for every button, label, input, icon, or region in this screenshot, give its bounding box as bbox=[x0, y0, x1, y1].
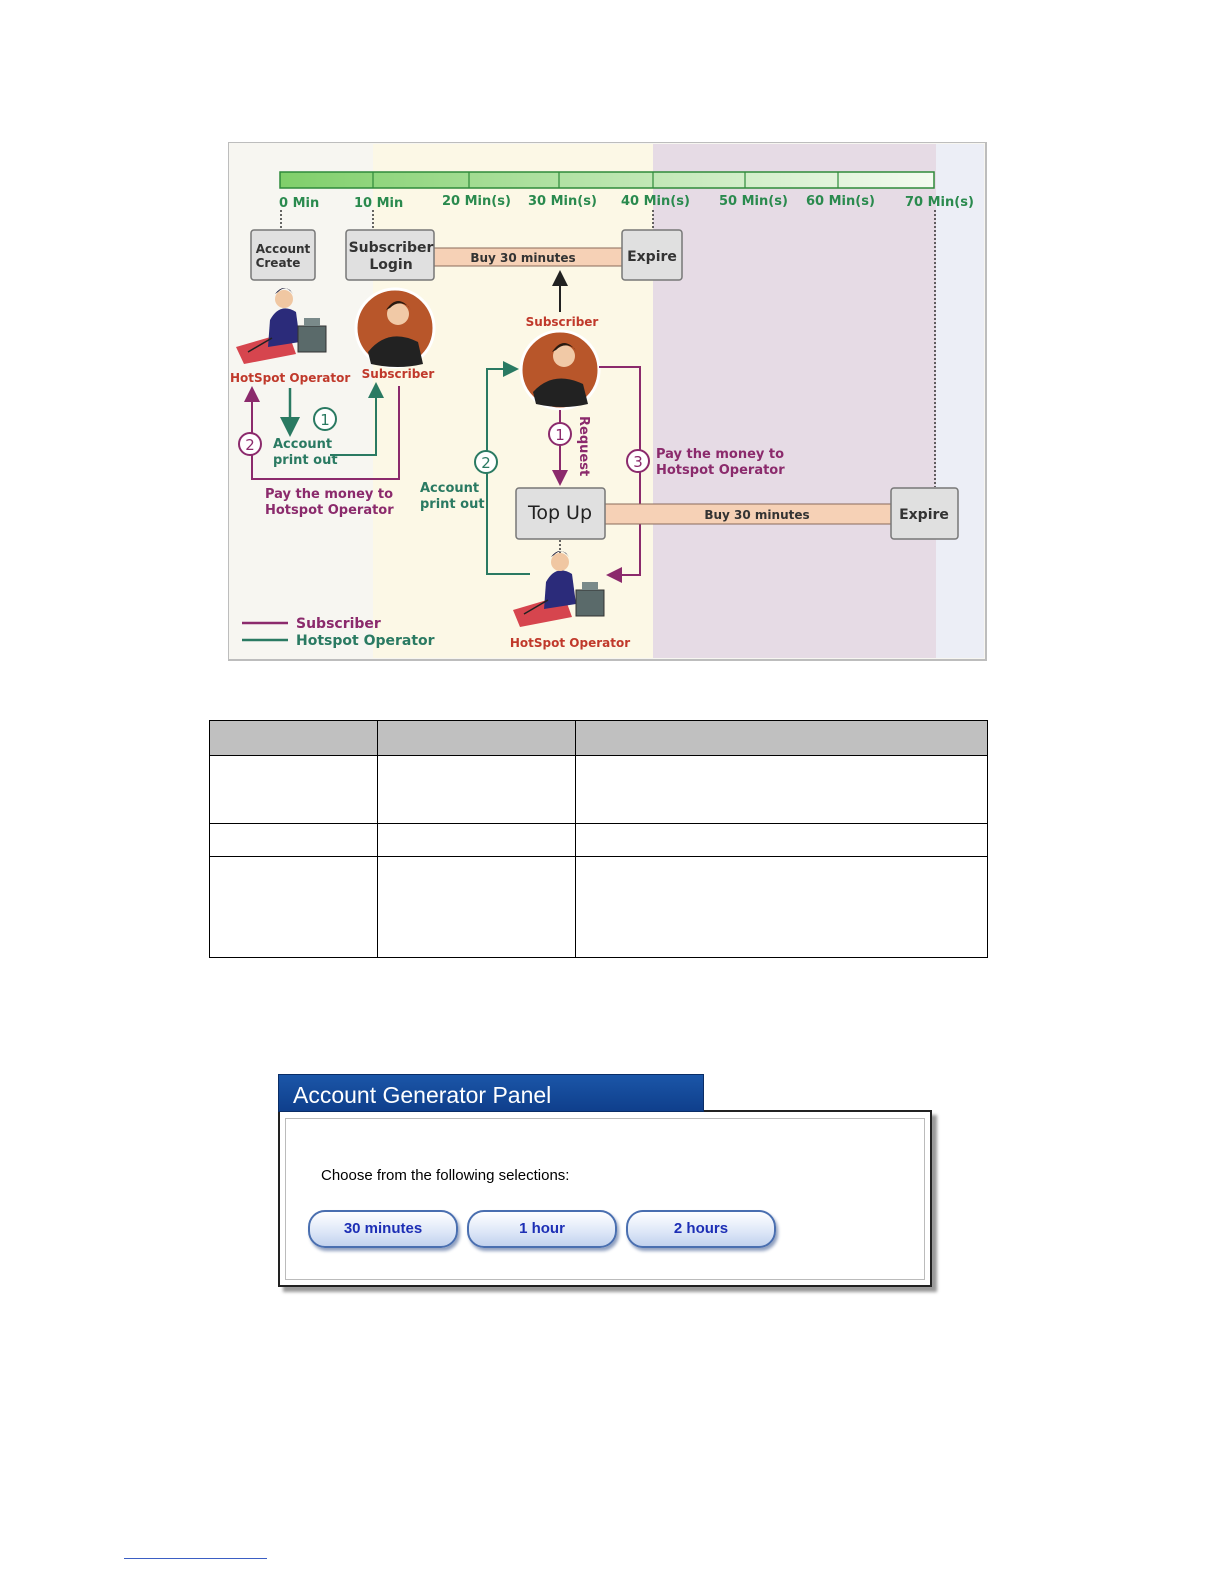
expire-bottom-box bbox=[890, 487, 959, 540]
table-cell bbox=[575, 856, 988, 958]
table-row bbox=[209, 823, 988, 857]
table-cell bbox=[209, 823, 378, 857]
lavender-region bbox=[936, 144, 984, 658]
timeline-label-40: 40 Min(s) bbox=[621, 194, 690, 209]
table-header-cell bbox=[575, 720, 988, 756]
table-row bbox=[209, 856, 988, 958]
subscriber-login-box bbox=[345, 229, 435, 281]
top-up-box bbox=[515, 487, 606, 540]
step1-left-circle bbox=[313, 407, 337, 431]
timeline-label-30: 30 Min(s) bbox=[528, 194, 597, 209]
panel-title: Account Generator Panel bbox=[293, 1082, 552, 1108]
1-hour-button[interactable]: 1 hour bbox=[467, 1210, 617, 1248]
table-header-row bbox=[209, 720, 988, 756]
request-label: Request bbox=[576, 416, 591, 476]
step2-left-circle bbox=[238, 432, 262, 456]
2-hours-button[interactable]: 2 hours bbox=[626, 1210, 776, 1248]
step1-left-num: 1 bbox=[320, 411, 330, 429]
table-cell bbox=[377, 823, 576, 857]
step1-mid-num: 1 bbox=[555, 426, 565, 444]
subscriber-photo-left bbox=[354, 287, 436, 369]
panel-title-tab: Account Generator Panel bbox=[278, 1074, 704, 1112]
hotspot-topup-diagram: 0 Min 10 Min 20 Min(s) 30 Min(s) 40 Min(… bbox=[228, 142, 987, 661]
legend-operator-label: Hotspot Operator bbox=[296, 633, 435, 649]
subscriber-label-left: Subscriber bbox=[362, 367, 435, 381]
info-table bbox=[209, 720, 988, 958]
step3-circle bbox=[626, 449, 650, 473]
operator-printout-path-left bbox=[330, 382, 384, 456]
subscriber-login-line1: Subscriber bbox=[349, 240, 434, 256]
timeline-ticks bbox=[372, 172, 839, 188]
top-up-label: Top Up bbox=[527, 502, 592, 524]
timeline-label-20: 20 Min(s) bbox=[442, 194, 511, 209]
step2-left-num: 2 bbox=[245, 436, 255, 454]
cream-region bbox=[373, 144, 653, 658]
timeline-label-60: 60 Min(s) bbox=[806, 194, 875, 209]
table-cell bbox=[209, 755, 378, 824]
account-printout-left-line2: print out bbox=[273, 453, 338, 468]
expire-top-label: Expire bbox=[627, 249, 677, 265]
buy-30-bottom-label: Buy 30 minutes bbox=[704, 508, 809, 522]
operator-figure-left bbox=[236, 288, 327, 364]
subscriber-label-top: Subscriber bbox=[526, 315, 599, 329]
buy-30-top-label: Buy 30 minutes bbox=[470, 251, 575, 265]
purple-region bbox=[653, 144, 936, 658]
table-cell bbox=[575, 755, 988, 824]
panel-inner: Choose from the following selections: 30… bbox=[285, 1118, 925, 1280]
hotspot-operator-bottom-label: HotSpot Operator bbox=[510, 636, 630, 650]
panel-frame: Choose from the following selections: 30… bbox=[278, 1110, 932, 1287]
subscriber-login-line2: Login bbox=[369, 257, 412, 273]
table-cell bbox=[209, 856, 378, 958]
legend-subscriber-label: Subscriber bbox=[296, 616, 381, 632]
subscriber-photo-middle bbox=[519, 329, 601, 411]
table-header-cell bbox=[209, 720, 378, 756]
table-cell bbox=[377, 755, 576, 824]
account-printout-left-line1: Account bbox=[273, 437, 332, 452]
timeline-bar bbox=[279, 171, 935, 189]
pay-money-right-line2: Hotspot Operator bbox=[656, 463, 785, 478]
expire-top-box bbox=[621, 229, 683, 281]
timeline-label-10: 10 Min bbox=[354, 196, 403, 211]
account-generator-panel: Choose from the following selections: 30… bbox=[278, 1074, 938, 1296]
table-cell bbox=[377, 856, 576, 958]
table-header-cell bbox=[377, 720, 576, 756]
timeline-label-70: 70 Min(s) bbox=[905, 195, 974, 210]
account-printout-mid-line1: Account bbox=[420, 481, 479, 496]
timeline-label-50: 50 Min(s) bbox=[719, 194, 788, 209]
pay-money-left-line1: Pay the money to bbox=[265, 487, 393, 502]
step2-mid-circle bbox=[474, 450, 498, 474]
account-create-line1: Account bbox=[256, 242, 311, 256]
account-create-line2: Create bbox=[256, 256, 301, 270]
step2-mid-num: 2 bbox=[481, 454, 491, 472]
table-cell bbox=[575, 823, 988, 857]
pay-money-left-line2: Hotspot Operator bbox=[265, 503, 394, 518]
30-minutes-button[interactable]: 30 minutes bbox=[308, 1210, 458, 1248]
timeline-label-0: 0 Min bbox=[279, 196, 319, 211]
hotspot-operator-left-label: HotSpot Operator bbox=[230, 371, 350, 385]
account-create-box bbox=[250, 229, 316, 281]
table-row bbox=[209, 755, 988, 824]
pay-money-right-line1: Pay the money to bbox=[656, 447, 784, 462]
footnote-separator bbox=[124, 1558, 267, 1559]
step3-num: 3 bbox=[633, 453, 643, 471]
expire-bottom-label: Expire bbox=[899, 507, 949, 523]
operator-figure-bottom bbox=[513, 551, 605, 627]
panel-prompt: Choose from the following selections: bbox=[321, 1167, 570, 1184]
account-printout-mid-line2: print out bbox=[420, 497, 485, 512]
step1-mid-circle bbox=[548, 422, 572, 446]
